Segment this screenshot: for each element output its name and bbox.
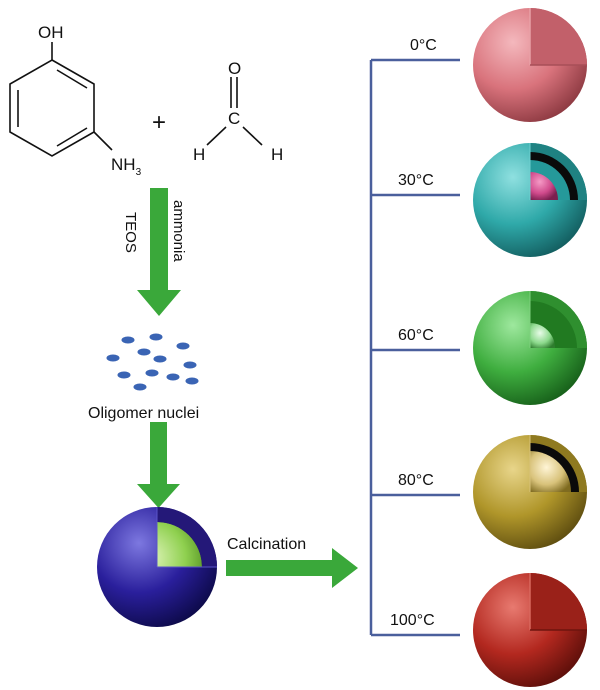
temp-label-0: 0°C (410, 37, 437, 54)
temp-label-100: 100°C (390, 612, 435, 629)
formaldehyde-structure (206, 77, 263, 146)
arrow-to-composite (137, 422, 180, 508)
composite-sphere (97, 507, 217, 627)
hydrogen-right-label: H (271, 145, 283, 164)
temperature-branch-lines (369, 58, 460, 637)
temp-label-60: 60°C (398, 327, 434, 344)
carbonyl-carbon-label: C (228, 109, 240, 128)
oligomer-nuclei (106, 333, 199, 391)
plus-sign: + (152, 109, 166, 136)
ammonia-label: ammonia (170, 200, 187, 262)
carbonyl-oxygen-label: O (228, 59, 241, 78)
arrow-to-nuclei (137, 188, 181, 316)
sphere-30c (473, 143, 587, 257)
hydrogen-left-label: H (193, 145, 205, 164)
sphere-60c (473, 291, 587, 405)
sphere-80c (473, 435, 587, 549)
sphere-100c (473, 573, 587, 687)
temp-label-30: 30°C (398, 172, 434, 189)
aminophenol-structure (9, 42, 113, 157)
temp-label-80: 80°C (398, 472, 434, 489)
sphere-0c (473, 8, 587, 122)
calcination-arrow (226, 548, 358, 588)
calcination-label: Calcination (227, 536, 306, 553)
amine-label: NH3 (111, 155, 142, 178)
hydroxyl-label: OH (38, 23, 64, 42)
oligomer-nuclei-label: Oligomer nuclei (88, 405, 199, 422)
teos-label: TEOS (122, 212, 139, 253)
